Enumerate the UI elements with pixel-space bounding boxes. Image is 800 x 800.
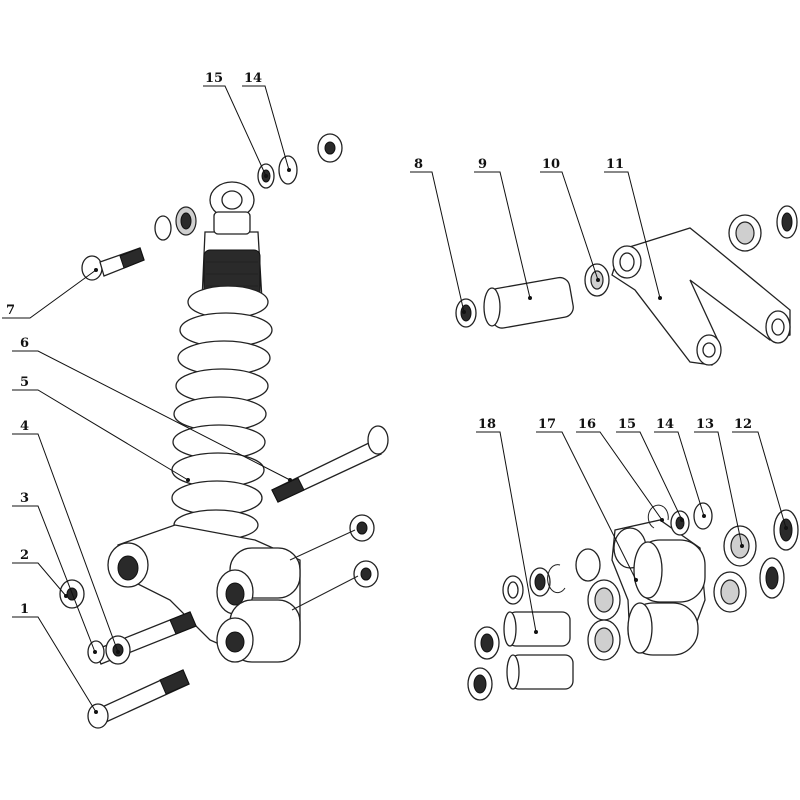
callout-13: 13	[696, 417, 714, 432]
callout-6: 6	[20, 336, 29, 351]
callout-15-right: 15	[618, 417, 636, 432]
callout-18: 18	[478, 417, 496, 432]
callout-17: 17	[538, 417, 556, 432]
callout-5: 5	[20, 375, 29, 390]
callout-10: 10	[542, 157, 560, 172]
shock-absorber-assembly	[59, 133, 389, 729]
callout-4: 4	[20, 419, 29, 434]
callout-12: 12	[734, 417, 752, 432]
callout-14-left: 14	[244, 71, 262, 86]
callout-layer: 1 2 3 4 5 6 7 15 14 8 9 10 11 18 17 16	[2, 71, 788, 714]
link-arm-assembly	[455, 205, 798, 366]
callout-3: 3	[20, 491, 29, 506]
callout-14-right: 14	[656, 417, 674, 432]
callout-7: 7	[6, 303, 15, 318]
callout-15-left: 15	[205, 71, 223, 86]
coil-spring	[171, 285, 273, 541]
callout-11: 11	[606, 157, 624, 172]
callout-2: 2	[20, 548, 29, 563]
callout-16: 16	[578, 417, 596, 432]
callout-8: 8	[414, 157, 423, 172]
linkage-exploded-assembly	[467, 502, 799, 701]
callout-1: 1	[20, 602, 29, 617]
callout-9: 9	[478, 157, 487, 172]
